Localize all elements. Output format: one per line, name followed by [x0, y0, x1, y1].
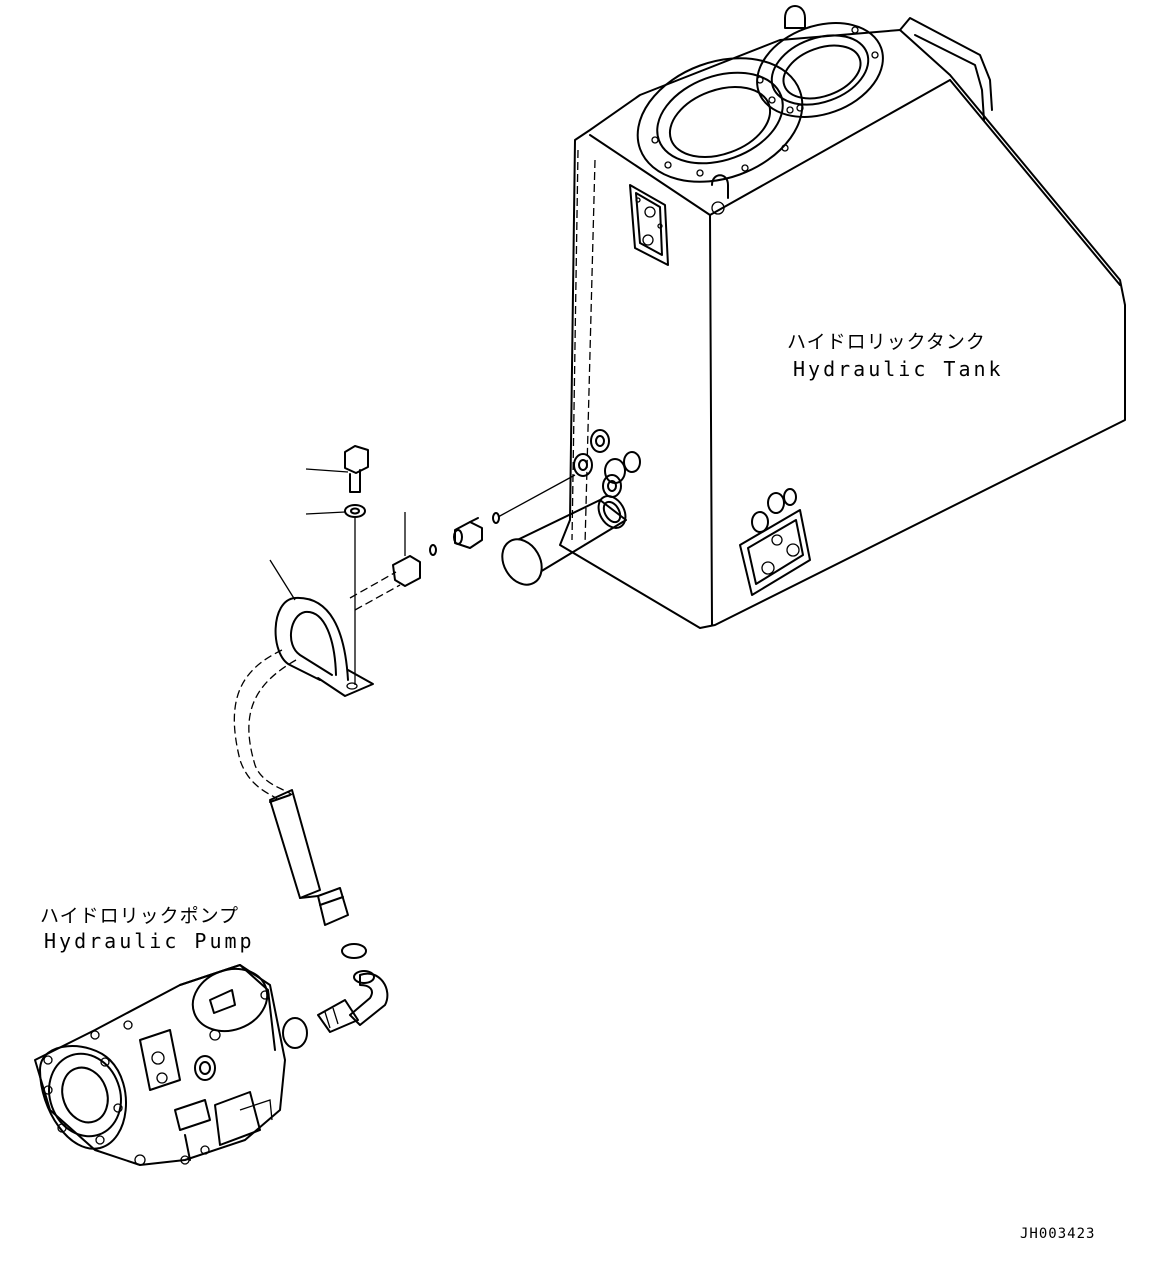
o-ring-small-2 [429, 544, 437, 556]
o-ring-pump [282, 1017, 308, 1049]
hose-clamp [269, 559, 374, 697]
tank-label-en: Hydraulic Tank [793, 357, 1004, 381]
hydraulic-tank [501, 5, 1126, 629]
adapter-fitting [453, 517, 483, 549]
hydraulic-hose [233, 649, 349, 926]
suction-strainer [501, 495, 627, 586]
o-ring-hose [341, 943, 367, 959]
o-ring-small [492, 512, 500, 524]
elbow-fitting [317, 970, 389, 1033]
tank-side-port-plate-upper [629, 184, 669, 266]
tank-label-jp: ハイドロリックタンク [787, 331, 986, 353]
hose-end-fitting [349, 555, 421, 611]
pump-label-en: Hydraulic Pump [44, 929, 255, 953]
tank-top-flange-rear [756, 22, 884, 118]
pump-label-jp: ハイドロリックポンプ [40, 905, 239, 927]
tank-top-flange-front [636, 57, 804, 183]
bolt [305, 445, 369, 493]
hydraulic-pump [34, 964, 286, 1166]
tank-side-port-plate-lower [739, 488, 811, 596]
tank-outlet-bosses [573, 429, 641, 498]
fittings-chain [349, 474, 576, 611]
drawing-code: JH003423 [1020, 1226, 1095, 1242]
washer [305, 504, 366, 685]
